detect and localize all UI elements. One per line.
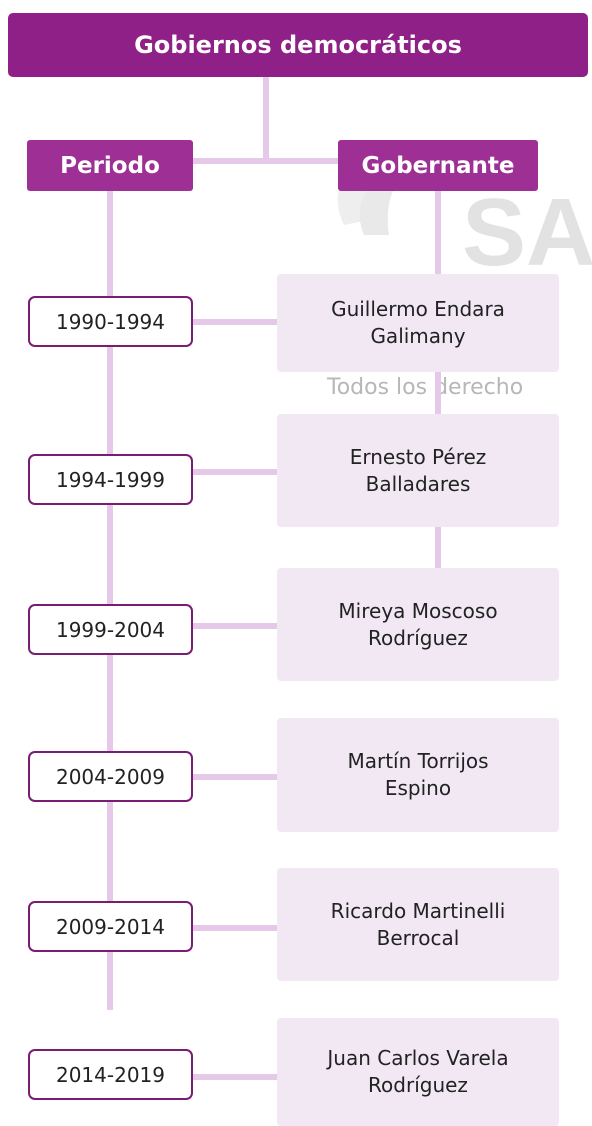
period-box: 1994-1999 (28, 454, 193, 505)
connector-row-2 (193, 469, 277, 475)
ruler-name-line2: Rodríguez (368, 1073, 468, 1097)
connector-header-link (193, 158, 340, 164)
ruler-name-line1: Ricardo Martinelli (330, 898, 506, 923)
ruler-name-line2: Espino (384, 776, 452, 800)
connector-row-5 (193, 925, 277, 931)
connector-period-spine (107, 190, 113, 1010)
ruler-name-line1: Guillermo Endara (331, 297, 505, 321)
ruler-name-line2: Rodríguez (368, 625, 468, 650)
connector-row-3 (193, 623, 277, 629)
period-box: 1990-1994 (28, 296, 193, 347)
connector-row-4 (193, 774, 277, 780)
connector-row-6 (193, 1074, 277, 1080)
ruler-name-line2: Berrocal (376, 925, 460, 950)
ruler-name-line1: Juan Carlos Varela (327, 1046, 509, 1070)
period-box: 2009-2014 (28, 901, 193, 952)
period-box: 2014-2019 (28, 1049, 193, 1100)
connector-row-1 (193, 319, 277, 325)
ruler-card: Ricardo Martinelli Berrocal (277, 868, 559, 981)
connector-ruler-spine (435, 190, 441, 590)
header-period: Periodo (27, 140, 193, 191)
period-box: 2004-2009 (28, 751, 193, 802)
watermark-logo: SA (462, 179, 592, 286)
period-box: 1999-2004 (28, 604, 193, 655)
ruler-card: Mireya Moscoso Rodríguez (277, 568, 559, 681)
ruler-card: Ernesto Pérez Balladares (277, 414, 559, 527)
header-ruler: Gobernante (338, 140, 538, 191)
watermark-text: Todos los derecho (327, 375, 524, 400)
ruler-card: Guillermo Endara Galimany (277, 274, 559, 372)
ruler-name-line1: Mireya Moscoso (338, 598, 498, 623)
diagram-title: Gobiernos democráticos (8, 13, 588, 77)
ruler-card: Juan Carlos Varela Rodríguez (277, 1018, 559, 1126)
ruler-name-line1: Ernesto Pérez (349, 444, 487, 469)
watermark-swirl (314, 125, 454, 265)
ruler-name-line1: Martín Torrijos (347, 749, 489, 773)
connector-title-down (263, 77, 269, 164)
ruler-card: Martín Torrijos Espino (277, 718, 559, 832)
ruler-name-line2: Galimany (370, 324, 466, 348)
ruler-name-line2: Balladares (365, 471, 471, 496)
